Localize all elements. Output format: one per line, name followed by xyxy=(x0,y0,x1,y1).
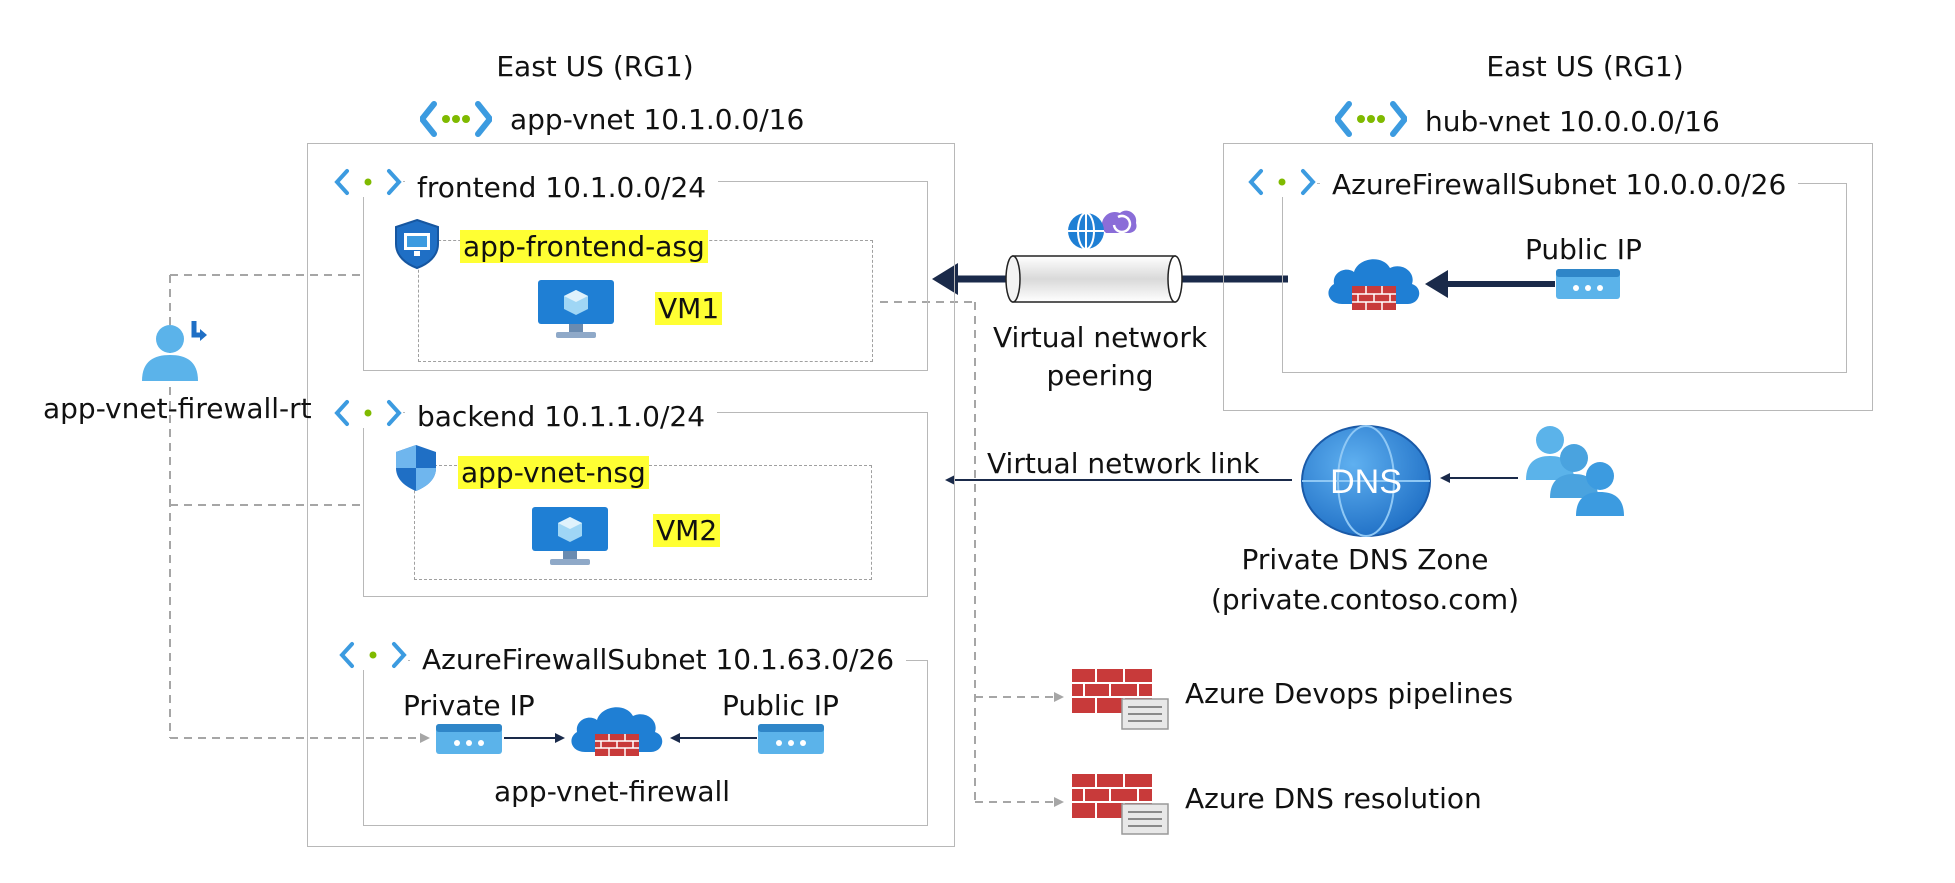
hub-firewall-subnet-label: AzureFirewallSubnet 10.0.0.0/26 xyxy=(1320,168,1799,202)
vm1-label: VM1 xyxy=(655,292,723,326)
peering-label-line1: Virtual network xyxy=(992,321,1208,354)
peering-label-line2: peering xyxy=(1046,359,1154,392)
vm2-label: VM2 xyxy=(653,514,721,548)
dns-resolution-rule-label: Azure DNS resolution xyxy=(1185,782,1482,815)
app-vnet-box xyxy=(307,143,955,847)
firewall-cloud-icon xyxy=(571,707,663,756)
route-table-label: app-vnet-firewall-rt xyxy=(43,392,312,425)
firewall-rule-icon xyxy=(1072,774,1169,835)
nsg-label: app-vnet-nsg xyxy=(458,456,649,490)
dns-globe-icon: DNS xyxy=(1301,425,1431,537)
devops-rule-label: Azure Devops pipelines xyxy=(1185,677,1514,710)
public-ip-label: Public IP xyxy=(722,689,839,722)
vnet-icon xyxy=(1335,101,1407,137)
frontend-subnet-label: frontend 10.1.0.0/24 xyxy=(405,171,719,205)
private-ip-icon xyxy=(436,724,502,754)
hub-region-label: East US (RG1) xyxy=(1486,50,1684,83)
subnet-icon xyxy=(338,640,408,670)
vnet-link-label: Virtual network link xyxy=(987,447,1260,480)
hub-vnet-label: hub-vnet 10.0.0.0/16 xyxy=(1425,105,1720,138)
private-ip-label: Private IP xyxy=(403,689,535,722)
users-group-icon xyxy=(1520,418,1630,526)
dns-zone-name: (private.contoso.com) xyxy=(1210,583,1520,616)
peering-connector xyxy=(932,255,1288,303)
nsg-shield-icon xyxy=(396,445,436,491)
route-table-user-icon xyxy=(142,321,207,381)
app-firewall-label: app-vnet-firewall xyxy=(494,775,731,808)
peering-globe-icon xyxy=(1068,210,1137,250)
backend-subnet-label: backend 10.1.1.0/24 xyxy=(405,400,718,434)
asg-label: app-frontend-asg xyxy=(460,230,708,264)
vm-monitor-icon xyxy=(532,507,608,565)
hub-ip-to-firewall-arrow xyxy=(1425,270,1555,298)
app-firewall-subnet-label: AzureFirewallSubnet 10.1.63.0/26 xyxy=(410,643,907,677)
app-region-label: East US (RG1) xyxy=(496,50,694,83)
subnet-icon xyxy=(1247,167,1317,197)
asg-shield-icon xyxy=(395,218,439,270)
hub-vnet-box xyxy=(1223,143,1873,411)
vnet-icon xyxy=(420,101,492,137)
vm-monitor-icon xyxy=(538,280,614,338)
hub-public-ip-label: Public IP xyxy=(1525,233,1642,266)
firewall-cloud-icon xyxy=(1328,259,1420,310)
firewall-rule-icon xyxy=(1072,669,1169,730)
subnet-icon xyxy=(333,398,403,428)
app-vnet-label: app-vnet 10.1.0.0/16 xyxy=(510,103,805,136)
dns-badge: DNS xyxy=(1330,463,1402,501)
public-ip-icon xyxy=(758,724,824,754)
public-ip-icon xyxy=(1556,269,1620,299)
subnet-icon xyxy=(333,167,403,197)
dns-zone-label: Private DNS Zone xyxy=(1241,543,1489,576)
